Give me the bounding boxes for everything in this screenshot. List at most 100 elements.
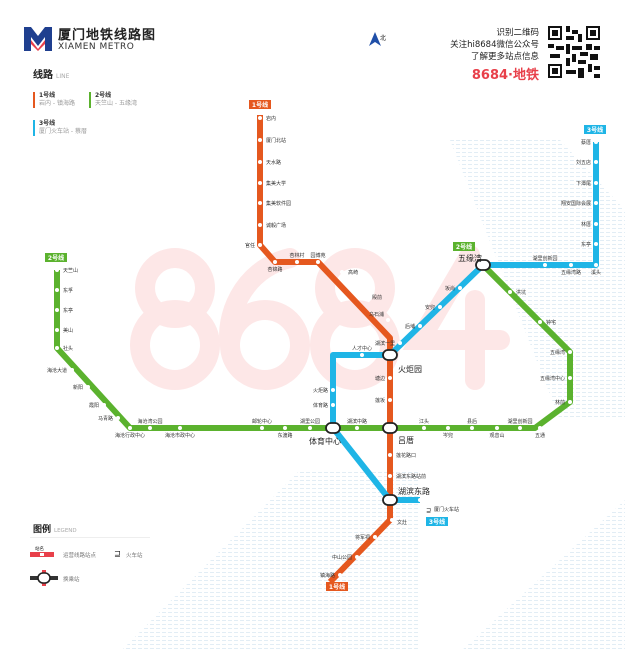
station-dot[interactable] xyxy=(594,160,598,164)
interchange-label[interactable]: 五缘湾 xyxy=(458,253,482,263)
interchange-station[interactable] xyxy=(382,349,398,361)
station-label[interactable]: 杏锦路 xyxy=(267,266,282,273)
station-label[interactable]: 乌石浦 xyxy=(369,311,384,318)
station-dot[interactable] xyxy=(70,368,74,372)
line-badge[interactable] xyxy=(584,125,606,134)
station-dot[interactable] xyxy=(418,324,422,328)
station-dot[interactable] xyxy=(538,426,542,430)
station-label[interactable]: 园博苑 xyxy=(310,252,325,259)
station-label[interactable]: 林前 xyxy=(555,399,565,406)
station-dot[interactable] xyxy=(568,376,572,380)
station-dot[interactable] xyxy=(458,286,462,290)
station-dot[interactable] xyxy=(116,416,120,420)
station-label[interactable]: 高崎 xyxy=(348,269,358,276)
station-dot[interactable] xyxy=(418,498,422,502)
station-label[interactable]: 人才中心 xyxy=(352,345,372,352)
station-label[interactable]: 美山 xyxy=(63,327,73,334)
station-label[interactable]: 湖滨东路站前 xyxy=(396,473,426,480)
station-dot[interactable] xyxy=(518,426,522,430)
station-dot[interactable] xyxy=(308,426,312,430)
station-dot[interactable] xyxy=(258,138,262,142)
station-label[interactable]: 坂尚 xyxy=(445,285,455,292)
station-label[interactable]: 湖里创新园 xyxy=(532,255,557,262)
station-dot[interactable] xyxy=(388,453,392,457)
line-badge[interactable] xyxy=(453,242,475,251)
interchange-label[interactable]: 火炬园 xyxy=(398,364,422,374)
station-dot[interactable] xyxy=(178,426,182,430)
station-label[interactable]: 岩内 xyxy=(266,115,276,122)
station-dot[interactable] xyxy=(364,295,368,299)
station-label[interactable]: 集美大学 xyxy=(266,180,286,187)
station-dot[interactable] xyxy=(355,555,359,559)
station-label[interactable]: 五缘湾 xyxy=(550,349,565,356)
station-dot[interactable] xyxy=(316,260,320,264)
station-dot[interactable] xyxy=(390,518,394,522)
station-dot[interactable] xyxy=(398,341,402,345)
station-label[interactable]: 塘边 xyxy=(375,375,385,382)
station-label[interactable]: 东渡路 xyxy=(277,432,292,439)
station-label[interactable]: 蔡厝 xyxy=(581,139,591,146)
station-dot[interactable] xyxy=(258,116,262,120)
station-label[interactable]: 殿前 xyxy=(372,294,382,301)
station-dot[interactable] xyxy=(438,305,442,309)
station-label[interactable]: 林厝 xyxy=(581,221,591,228)
station-dot[interactable] xyxy=(594,181,598,185)
interchange-label[interactable]: 吕厝 xyxy=(398,436,414,445)
station-dot[interactable] xyxy=(148,426,152,430)
station-label[interactable]: 湖滨一里 xyxy=(375,340,395,347)
station-label[interactable]: 天竺山 xyxy=(63,267,78,274)
station-dot[interactable] xyxy=(331,403,335,407)
station-dot[interactable] xyxy=(388,376,392,380)
station-label[interactable]: 五通 xyxy=(535,432,545,439)
station-dot[interactable] xyxy=(470,426,474,430)
station-dot[interactable] xyxy=(568,350,572,354)
station-dot[interactable] xyxy=(594,201,598,205)
station-label[interactable]: 海沧市政中心 xyxy=(165,432,195,439)
station-dot[interactable] xyxy=(508,290,512,294)
station-dot[interactable] xyxy=(543,263,547,267)
interchange-station[interactable] xyxy=(325,422,341,434)
station-dot[interactable] xyxy=(446,426,450,430)
interchange-label[interactable]: 体育中心 xyxy=(309,436,341,446)
station-label[interactable]: 天水路 xyxy=(266,159,281,166)
station-dot[interactable] xyxy=(569,263,573,267)
station-label[interactable]: 东亭 xyxy=(581,241,591,248)
station-label[interactable]: 镇海路 xyxy=(320,572,335,579)
station-label[interactable]: 中山公园 xyxy=(332,554,352,561)
station-label[interactable]: 湖里创新园 xyxy=(507,418,532,425)
station-label[interactable]: 江头 xyxy=(419,418,429,425)
station-dot[interactable] xyxy=(295,260,299,264)
station-dot[interactable] xyxy=(258,181,262,185)
station-dot[interactable] xyxy=(338,573,342,577)
station-dot[interactable] xyxy=(55,328,59,332)
station-label[interactable]: 五缘湾路 xyxy=(561,269,581,276)
station-dot[interactable] xyxy=(260,426,264,430)
station-dot[interactable] xyxy=(373,535,377,539)
station-label[interactable]: 火炬路 xyxy=(313,387,328,394)
station-label[interactable]: 集美软件园 xyxy=(266,200,291,207)
station-label[interactable]: 社头 xyxy=(63,345,73,352)
station-label[interactable]: 霞阳 xyxy=(89,402,99,409)
station-dot[interactable] xyxy=(55,346,59,350)
station-dot[interactable] xyxy=(102,403,106,407)
station-label[interactable]: 后埔 xyxy=(405,323,415,330)
station-dot[interactable] xyxy=(55,288,59,292)
station-dot[interactable] xyxy=(86,385,90,389)
station-label[interactable]: 岑兜 xyxy=(443,432,453,439)
station-dot[interactable] xyxy=(594,242,598,246)
station-dot[interactable] xyxy=(355,426,359,430)
station-label[interactable]: 县后 xyxy=(467,418,477,425)
station-dot[interactable] xyxy=(568,400,572,404)
station-label[interactable]: 莲花路口 xyxy=(396,452,416,459)
station-label[interactable]: 安兜 xyxy=(425,304,435,311)
station-dot[interactable] xyxy=(258,201,262,205)
station-label[interactable]: 溪头 xyxy=(591,269,601,276)
station-label[interactable]: 厦门北站 xyxy=(266,137,286,144)
station-dot[interactable] xyxy=(388,474,392,478)
station-dot[interactable] xyxy=(594,263,598,267)
station-label[interactable]: 下潭尾 xyxy=(576,180,591,187)
station-label[interactable]: 海沧大道 xyxy=(47,367,67,374)
station-label[interactable]: 马青路 xyxy=(98,415,113,422)
station-label[interactable]: 观音山 xyxy=(489,432,504,439)
